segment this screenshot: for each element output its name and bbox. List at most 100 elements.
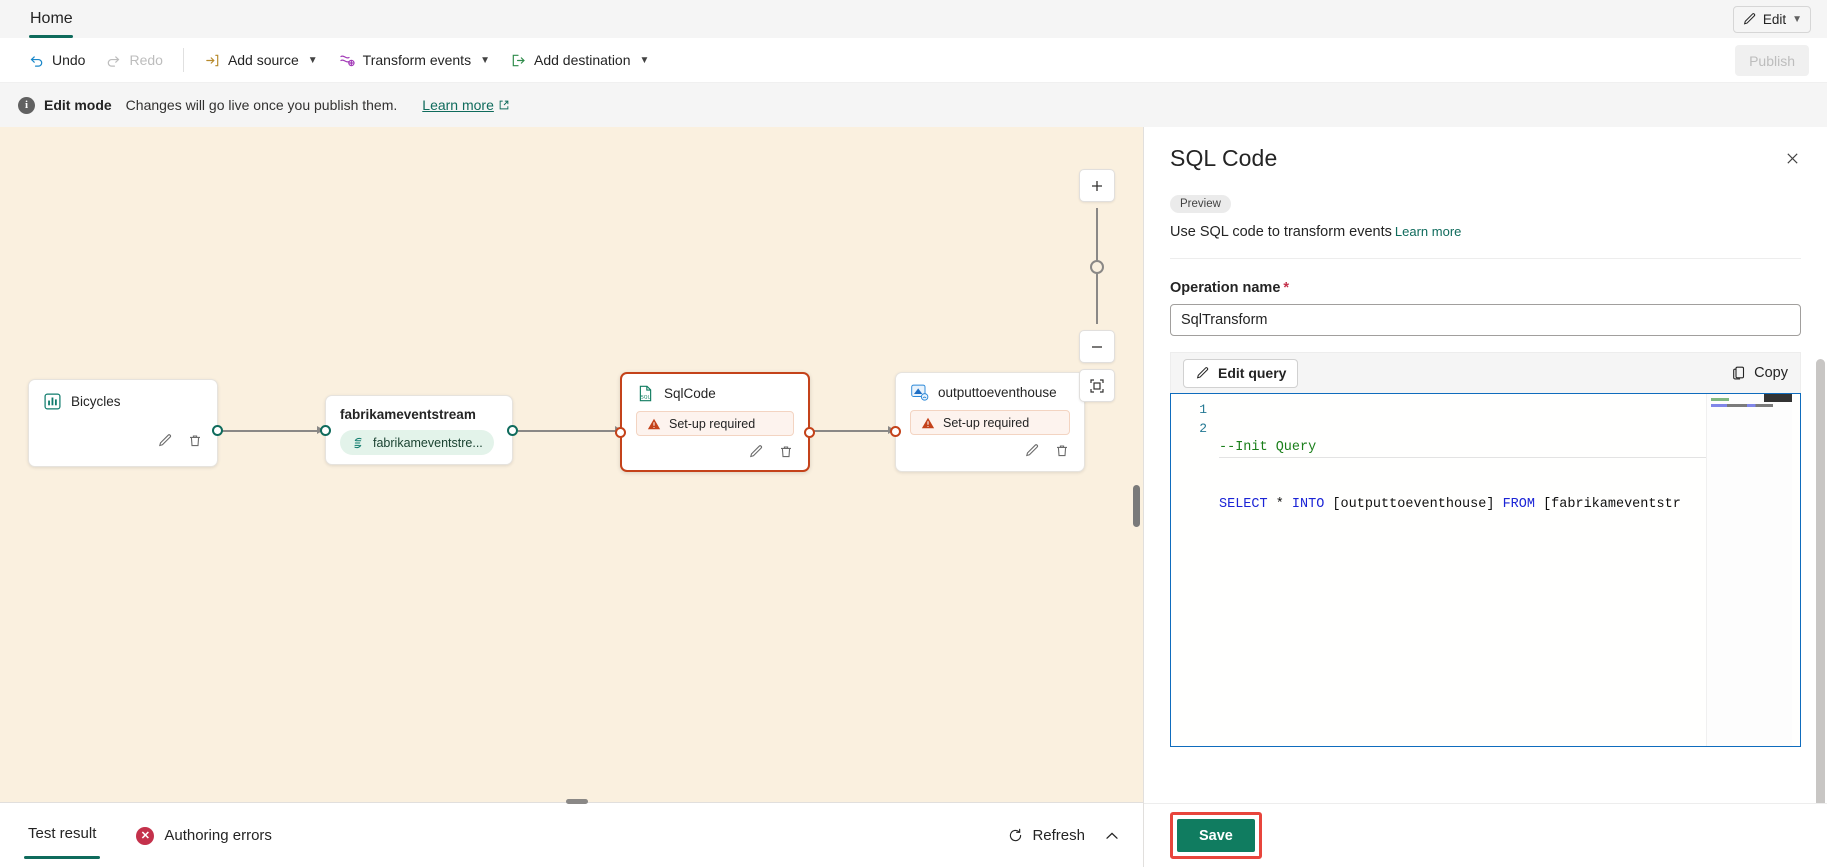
minimap-slider[interactable] — [1764, 394, 1792, 402]
zoom-slider[interactable] — [1079, 208, 1115, 324]
edit-button-label: Edit — [1762, 12, 1787, 27]
tab-test-result[interactable]: Test result — [24, 825, 101, 859]
node-output-port[interactable] — [804, 427, 815, 438]
publish-button[interactable]: Publish — [1735, 45, 1809, 76]
add-destination-label: Add destination — [533, 52, 631, 68]
edit-mode-button[interactable]: Edit ▼ — [1732, 6, 1811, 33]
command-ribbon: Undo Redo Add source ▼ — [0, 38, 1827, 83]
copy-icon — [1731, 365, 1747, 381]
delete-node-icon[interactable] — [187, 433, 203, 449]
minimap-line — [1711, 404, 1773, 407]
canvas-vertical-scrollbar[interactable] — [1133, 485, 1140, 527]
edit-node-icon[interactable] — [748, 444, 764, 460]
zoom-slider-thumb[interactable] — [1090, 260, 1104, 274]
canvas-node-bicycles[interactable]: Bicycles — [28, 379, 223, 467]
zoom-out-button[interactable] — [1079, 330, 1115, 363]
node-actions — [896, 435, 1084, 469]
add-source-label: Add source — [227, 52, 299, 68]
warning-icon — [647, 417, 661, 431]
edge-sqlcode-to-destination — [813, 430, 891, 432]
collapse-panel-icon[interactable] — [1103, 827, 1121, 845]
chevron-down-icon: ▼ — [639, 54, 650, 66]
panel-learn-more-link[interactable]: Learn more — [1394, 224, 1462, 239]
bottom-panel-actions: Refresh — [1007, 803, 1121, 867]
add-source-button[interactable]: Add source ▼ — [194, 44, 328, 76]
canvas-node-sqlcode[interactable]: SQL SqlCode Set-up required — [615, 372, 815, 472]
node-input-port[interactable] — [890, 426, 901, 437]
line-number: 1 — [1199, 402, 1207, 417]
undo-button[interactable]: Undo — [18, 44, 95, 76]
tab-home-label: Home — [30, 10, 73, 27]
transform-events-icon — [338, 51, 356, 69]
sql-code-editor[interactable]: 1 2 --Init Query SELECT * INTO [outputto… — [1170, 393, 1801, 747]
chevron-down-icon: ▼ — [1792, 14, 1802, 25]
editor-minimap[interactable] — [1706, 394, 1792, 746]
transform-events-button[interactable]: Transform events ▼ — [328, 44, 500, 76]
code-line-1: --Init Query — [1219, 438, 1800, 458]
status-badge-label: Set-up required — [669, 416, 756, 431]
redo-button[interactable]: Redo — [95, 44, 172, 76]
edit-query-button[interactable]: Edit query — [1183, 358, 1299, 388]
undo-icon — [28, 52, 45, 69]
eventstream-icon — [351, 436, 365, 450]
edit-node-icon[interactable] — [157, 433, 173, 449]
copy-label: Copy — [1754, 365, 1788, 381]
refresh-label: Refresh — [1032, 827, 1085, 844]
authoring-errors-item[interactable]: ✕ Authoring errors — [136, 826, 272, 845]
node-output-port[interactable] — [212, 425, 223, 436]
editor-gutter: 1 2 — [1171, 394, 1219, 746]
delete-node-icon[interactable] — [1054, 443, 1070, 459]
infobar-title: Edit mode — [44, 97, 112, 113]
status-badge-setup-required: Set-up required — [636, 411, 794, 436]
undo-label: Undo — [52, 52, 86, 68]
copy-button[interactable]: Copy — [1731, 365, 1788, 381]
close-icon[interactable] — [1779, 145, 1805, 171]
operation-name-input[interactable] — [1170, 304, 1801, 336]
node-actions — [29, 425, 217, 459]
sql-file-icon: SQL — [636, 384, 655, 403]
node-header: Bicycles — [29, 380, 217, 411]
node-header: outputtoeventhouse — [896, 373, 1084, 402]
editor-code-lines[interactable]: --Init Query SELECT * INTO [outputtoeven… — [1219, 394, 1800, 746]
node-input-port[interactable] — [320, 425, 331, 436]
node-body: Set-up required — [896, 402, 1084, 435]
panel-footer: Save — [1144, 803, 1827, 867]
infobar-learn-more-link[interactable]: Learn more — [422, 97, 510, 113]
panel-header: SQL Code Preview Use SQL code to transfo… — [1144, 127, 1827, 259]
preview-badge: Preview — [1170, 195, 1231, 213]
canvas-node-outputtoeventhouse[interactable]: outputtoeventhouse Set-up required — [890, 372, 1085, 472]
panel-description-text: Use SQL code to transform events — [1170, 224, 1392, 240]
eventstream-pill[interactable]: fabrikameventstre... — [340, 430, 494, 455]
add-destination-button[interactable]: Add destination ▼ — [500, 44, 659, 76]
node-output-port[interactable] — [507, 425, 518, 436]
canvas-node-fabrikameventstream[interactable]: fabrikameventstream fabrikameventstre... — [320, 395, 518, 465]
operation-name-label: Operation name* — [1170, 280, 1290, 296]
panel-body: Operation name* Edit query — [1144, 259, 1827, 803]
eventstream-canvas[interactable]: Bicycles fabrikameventstream — [0, 127, 1143, 802]
zoom-in-button[interactable] — [1079, 169, 1115, 202]
add-source-icon — [204, 52, 221, 69]
save-button-highlight: Save — [1170, 812, 1262, 859]
resize-grip[interactable] — [566, 799, 588, 804]
fit-to-screen-button[interactable] — [1079, 369, 1115, 402]
save-button[interactable]: Save — [1177, 819, 1255, 852]
error-icon: ✕ — [136, 826, 155, 845]
panel-vertical-scrollbar[interactable] — [1816, 359, 1825, 803]
edit-query-label: Edit query — [1218, 365, 1287, 381]
bottom-panel: Test result ✕ Authoring errors Refresh — [0, 799, 1143, 867]
delete-node-icon[interactable] — [778, 444, 794, 460]
panel-divider — [1170, 258, 1801, 259]
add-destination-icon — [510, 52, 527, 69]
svg-text:SQL: SQL — [641, 395, 651, 401]
edge-stream-to-sqlcode — [518, 430, 618, 432]
warning-icon — [921, 416, 935, 430]
refresh-button[interactable]: Refresh — [1007, 827, 1085, 844]
node-input-port[interactable] — [615, 427, 626, 438]
edit-node-icon[interactable] — [1024, 443, 1040, 459]
redo-label: Redo — [129, 52, 163, 68]
tab-home[interactable]: Home — [24, 0, 79, 38]
edit-mode-infobar: i Edit mode Changes will go live once yo… — [0, 83, 1827, 127]
tab-test-result-underline — [24, 856, 101, 859]
node-header: fabrikameventstream — [326, 396, 512, 422]
